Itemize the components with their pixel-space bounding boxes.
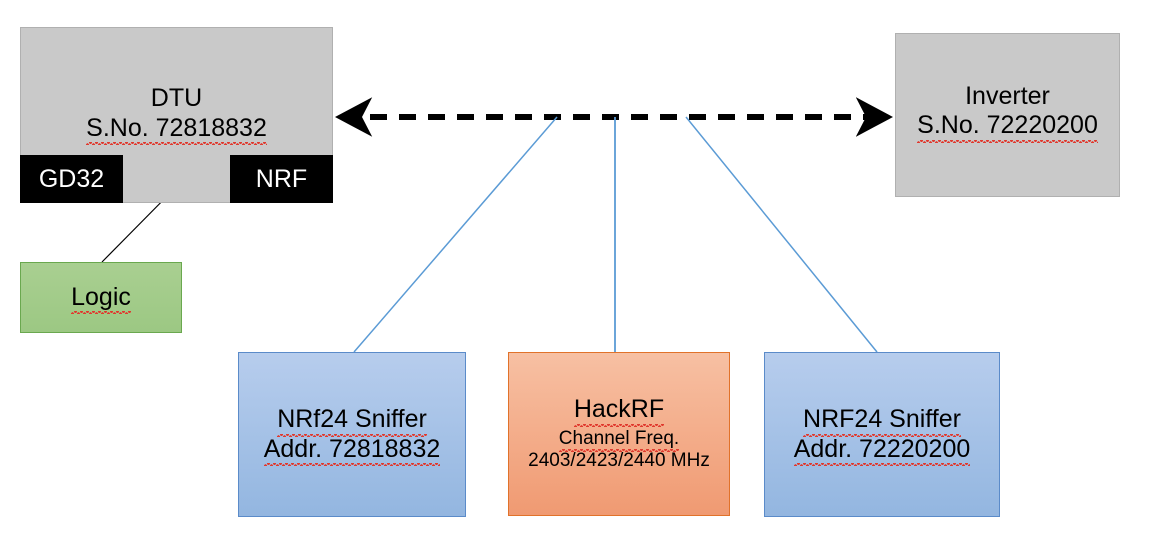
nrf-chip[interactable]: NRF <box>230 155 333 203</box>
logic-label: Logic <box>71 282 131 314</box>
hackrf-subtitle: Channel Freq. <box>558 427 680 453</box>
sniffer-2-address: Addr. 72220200 <box>793 434 971 466</box>
sniffer-2-name: NRF24 Sniffer <box>803 405 961 436</box>
nrf24-sniffer-2-node[interactable]: NRF24 Sniffer Addr. 72220200 <box>764 352 1000 517</box>
sniffer-1-name: NRf24 Sniffer <box>277 405 427 436</box>
nrf-label: NRF <box>255 164 308 193</box>
inverter-name: Inverter <box>965 81 1050 110</box>
nrf24-sniffer-1-node[interactable]: NRf24 Sniffer Addr. 72818832 <box>238 352 466 517</box>
sniffer2-to-rf-link <box>685 116 878 353</box>
sniffer-1-address: Addr. 72818832 <box>263 434 441 466</box>
gd32-chip[interactable]: GD32 <box>20 155 123 203</box>
hackrf-frequencies: 2403/2423/2440 MHz <box>528 450 710 472</box>
dtu-name: DTU <box>150 84 203 112</box>
inverter-serial: S.No. 72220200 <box>917 111 1098 142</box>
inverter-node[interactable]: Inverter S.No. 72220200 <box>895 33 1120 197</box>
logic-analyzer-node[interactable]: Logic <box>20 262 182 333</box>
sniffer1-to-rf-link <box>353 116 558 353</box>
hackrf-name: HackRF <box>573 395 665 427</box>
dtu-serial: S.No. 72818832 <box>86 113 267 145</box>
hackrf-node[interactable]: HackRF Channel Freq. 2403/2423/2440 MHz <box>508 352 730 516</box>
gd32-label: GD32 <box>38 164 105 193</box>
